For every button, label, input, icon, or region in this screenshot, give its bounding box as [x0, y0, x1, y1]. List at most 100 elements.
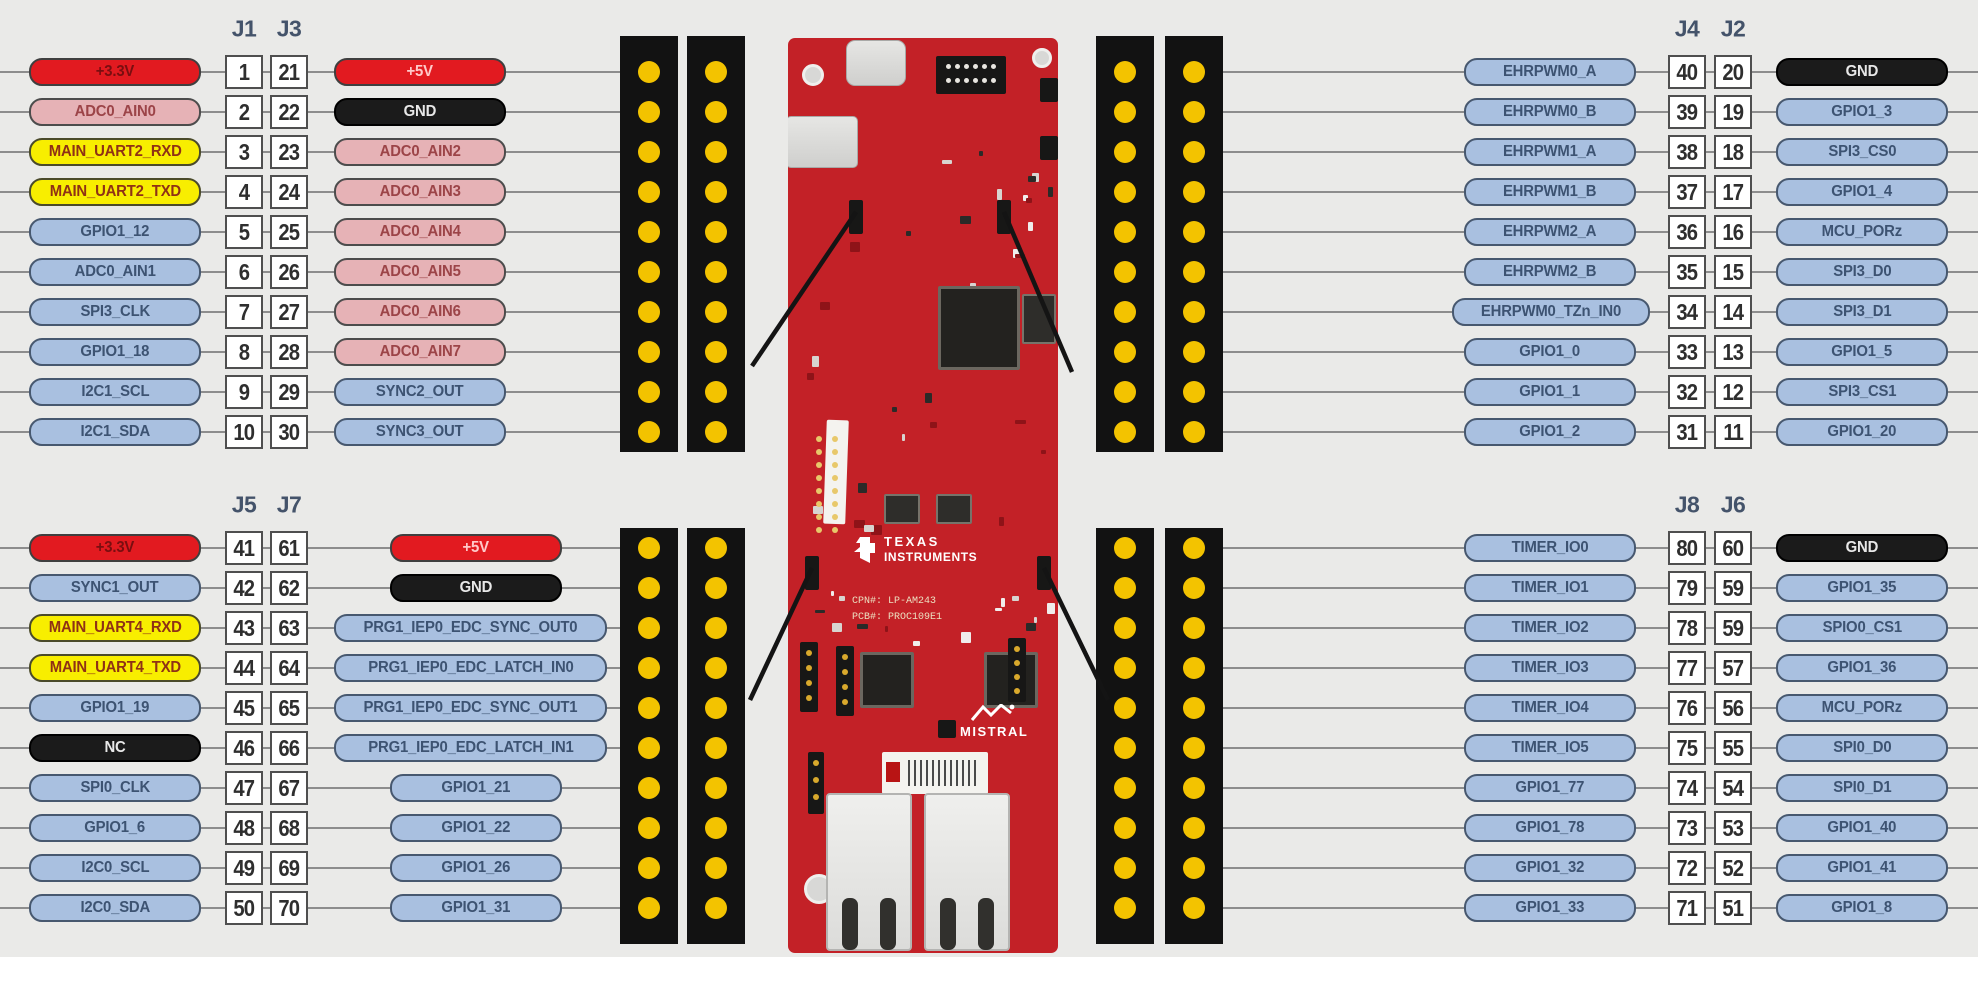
small-ic: [884, 494, 920, 524]
pin-function-label: EHRPWM2_B: [1503, 263, 1597, 280]
pin-hole: [1114, 341, 1136, 363]
pin-function-label: GPIO1_0: [1519, 343, 1581, 360]
pin-number-box: 64: [270, 651, 308, 685]
pin-row-line: [0, 71, 620, 73]
pin-number: 78: [1676, 614, 1699, 641]
pin-hole: [638, 301, 660, 323]
pin-number-box: 73: [1668, 811, 1706, 845]
pcb-component: [850, 241, 860, 252]
pin-function-badge: EHRPWM0_B: [1464, 98, 1636, 126]
pin-function-label: GPIO1_31: [441, 899, 511, 916]
pin-hole: [705, 221, 727, 243]
pin-number: 69: [278, 854, 301, 881]
pin-number-box: 44: [225, 651, 263, 685]
pin-contact: [816, 449, 822, 455]
pin-function-badge: EHRPWM2_A: [1464, 218, 1636, 246]
pin-number: 10: [233, 418, 256, 445]
small-ic: [938, 720, 956, 738]
pin-hole: [1114, 221, 1136, 243]
pin-number: 68: [278, 814, 301, 841]
small-ic: [936, 494, 972, 524]
pin-number-box: 63: [270, 611, 308, 645]
pin-function-label: ADC0_AIN7: [379, 343, 461, 360]
mistral-logo-icon: [970, 704, 1015, 721]
pin-number-box: 9: [225, 375, 263, 409]
pin-contact: [832, 527, 838, 533]
pin-number: 19: [1722, 98, 1745, 125]
pin-number-box: 66: [270, 731, 308, 765]
pin-number: 54: [1722, 774, 1745, 801]
pin-header: [1008, 638, 1026, 702]
pin-hole: [1183, 577, 1205, 599]
pin-function-badge: EHRPWM1_A: [1464, 138, 1636, 166]
pin-function-badge: SYNC1_OUT: [29, 574, 201, 602]
pin-number-box: 26: [270, 255, 308, 289]
pin-hole: [1114, 421, 1136, 443]
pin-function-badge: SPI0_CLK: [29, 774, 201, 802]
pin-number-box: 75: [1668, 731, 1706, 765]
pin-contact: [946, 78, 951, 83]
pin-contact: [813, 794, 819, 800]
pin-function-label: GND: [459, 579, 493, 596]
pin-hole: [1183, 181, 1205, 203]
pin-hole: [705, 141, 727, 163]
pin-function-label: ADC0_AIN3: [379, 183, 461, 200]
pcb-component: [906, 230, 911, 236]
pin-number-box: 70: [270, 891, 308, 925]
pin-number: 20: [1722, 58, 1745, 85]
pin-number-box: 57: [1714, 651, 1752, 685]
barcode: [908, 760, 980, 786]
pcb-component: [891, 406, 898, 413]
pin-function-label: GPIO1_8: [1831, 899, 1893, 916]
pin-hole: [638, 381, 660, 403]
pin-function-label: +5V: [406, 63, 434, 80]
pin-function-label: EHRPWM0_TZn_IN0: [1480, 303, 1622, 320]
pin-number: 35: [1676, 258, 1699, 285]
pin-function-badge: GPIO1_26: [390, 854, 562, 882]
pin-row-line: [0, 351, 620, 353]
pin-function-badge: SYNC3_OUT: [334, 418, 506, 446]
pin-function-badge: ADC0_AIN4: [334, 218, 506, 246]
pin-function-badge: PRG1_IEP0_EDC_LATCH_IN1: [334, 734, 607, 762]
pin-number: 70: [278, 894, 301, 921]
pin-function-badge: SPI0_D0: [1776, 734, 1948, 762]
pin-hole: [638, 697, 660, 719]
pin-function-badge: I2C0_SCL: [29, 854, 201, 882]
pin-function-label: GPIO1_5: [1831, 343, 1893, 360]
pin-function-label: MAIN_UART2_RXD: [48, 143, 182, 160]
pin-row-line: [0, 111, 620, 113]
connector-name: J6: [1720, 491, 1746, 518]
pin-number: 32: [1676, 378, 1699, 405]
pin-number: 4: [238, 178, 250, 205]
pin-function-label: TIMER_IO0: [1511, 539, 1589, 556]
pcb-component: [1023, 194, 1028, 201]
pin-contact: [832, 501, 838, 507]
pin-number: 42: [233, 574, 256, 601]
pin-number-box: 1: [225, 55, 263, 89]
pin-number-box: 43: [225, 611, 263, 645]
pin-number-box: 35: [1668, 255, 1706, 289]
pin-hole: [638, 261, 660, 283]
pin-number-box: 24: [270, 175, 308, 209]
pin-function-badge: SPI0_D1: [1776, 774, 1948, 802]
pin-number-box: 3: [225, 135, 263, 169]
pin-header: [849, 200, 863, 234]
pin-function-badge: EHRPWM2_B: [1464, 258, 1636, 286]
pin-function-label: TIMER_IO4: [1511, 699, 1589, 716]
pcb-component: [1027, 176, 1037, 182]
pin-number-box: 5: [225, 215, 263, 249]
pin-contact: [991, 78, 996, 83]
pin-number-box: 28: [270, 335, 308, 369]
pin-function-badge: GPIO1_1: [1464, 378, 1636, 406]
soc-chip: [938, 286, 1020, 370]
pin-number-box: 2: [225, 95, 263, 129]
pin-number-box: 32: [1668, 375, 1706, 409]
pin-number: 30: [278, 418, 301, 445]
pin-function-badge: GND: [1776, 534, 1948, 562]
ethernet-jack: [924, 793, 1010, 951]
pin-function-label: I2C0_SDA: [80, 899, 150, 916]
pin-hole: [1114, 817, 1136, 839]
pin-function-badge: GPIO1_19: [29, 694, 201, 722]
pin-hole: [638, 181, 660, 203]
pin-function-label: GND: [1845, 539, 1879, 556]
